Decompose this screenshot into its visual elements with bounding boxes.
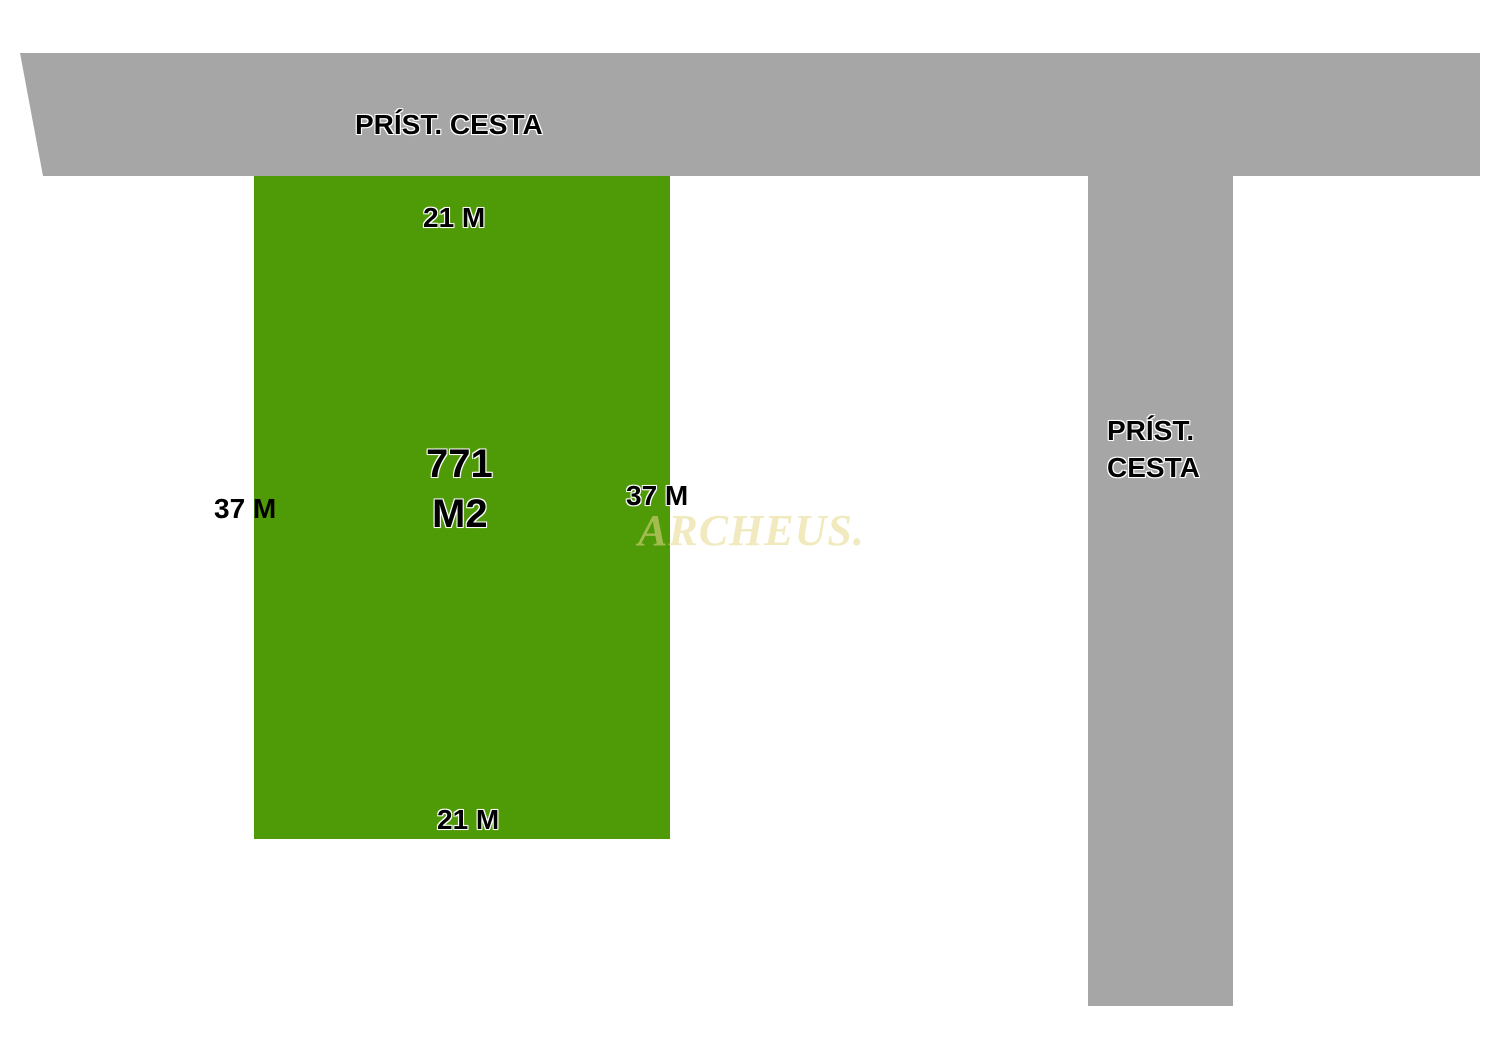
side-road-label-line1: PRÍST. <box>1107 415 1195 446</box>
side-access-road <box>1088 176 1233 1006</box>
top-access-road <box>20 53 1480 176</box>
plot-top-dimension: 21 M <box>423 202 486 233</box>
top-road-label: PRÍST. CESTA <box>355 109 543 140</box>
plot-right-dimension: 37 M <box>626 480 689 511</box>
plot-area-value: 771 <box>426 442 493 486</box>
plot-bottom-dimension: 21 M <box>437 804 500 835</box>
side-road-label-line2: CESTA <box>1107 452 1200 483</box>
plot-area-unit: M2 <box>432 492 488 536</box>
plot-left-dimension: 37 M <box>214 493 277 524</box>
land-plot <box>254 176 670 839</box>
